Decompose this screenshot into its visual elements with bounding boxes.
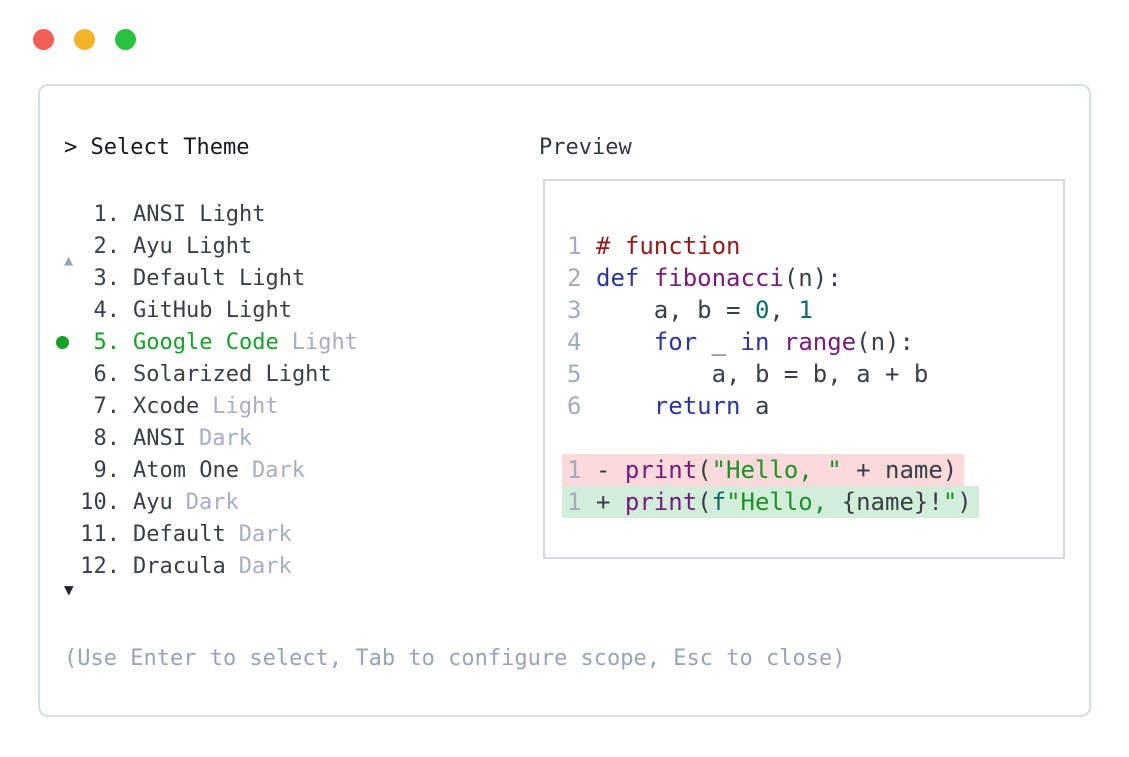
- theme-variant: Light: [212, 393, 279, 419]
- theme-name: Solarized Light: [133, 361, 332, 387]
- code-line: 4 for _ in range(n):: [567, 328, 914, 356]
- theme-item-default-light[interactable]: 3. Default Light: [56, 262, 358, 294]
- theme-name: Default Light: [133, 265, 306, 291]
- theme-variant: Dark: [198, 425, 252, 451]
- help-text: (Use Enter to select, Tab to configure s…: [64, 646, 846, 671]
- theme-name: ANSI: [133, 425, 186, 451]
- theme-name: Dracula: [133, 553, 226, 579]
- theme-item-ansi-dark[interactable]: 8. ANSI Dark: [56, 422, 358, 454]
- theme-number: 5.: [93, 329, 121, 355]
- theme-item-ayu-light[interactable]: 2. Ayu Light: [56, 230, 358, 262]
- code-line-blank: [545, 422, 1063, 454]
- selected-indicator-icon: [56, 335, 69, 349]
- diff-line-removed: 1- print("Hello, " + name): [545, 454, 1063, 486]
- code-line: 6 return a: [567, 392, 770, 420]
- zoom-button-icon[interactable]: [115, 29, 136, 50]
- theme-variant: Dark: [251, 457, 305, 483]
- theme-variant: Dark: [185, 489, 239, 515]
- preview-label: Preview: [539, 135, 632, 160]
- theme-item-ansi-light[interactable]: 1. ANSI Light: [56, 198, 358, 230]
- theme-name: Ayu: [133, 489, 173, 515]
- theme-name: Xcode: [133, 393, 200, 419]
- window-controls: [33, 29, 136, 50]
- theme-item-solarized-light[interactable]: 6. Solarized Light: [56, 358, 358, 390]
- theme-name: ANSI Light: [133, 201, 266, 227]
- theme-item-google-code-light[interactable]: 5. Google Code Light: [56, 326, 358, 358]
- line-number: 2: [567, 264, 582, 292]
- theme-name: Ayu Light: [133, 233, 253, 259]
- dialog-title-row: > Select Theme: [64, 132, 249, 164]
- theme-item-xcode-light[interactable]: 7. Xcode Light: [56, 390, 358, 422]
- theme-number: 6.: [93, 361, 121, 387]
- theme-number: 1.: [93, 201, 121, 227]
- theme-item-ayu-dark[interactable]: 10. Ayu Dark: [56, 486, 358, 518]
- theme-number: 9.: [93, 457, 121, 483]
- theme-variant: Light: [291, 329, 358, 355]
- dialog-title: Select Theme: [90, 135, 250, 160]
- theme-variant: Dark: [238, 553, 292, 579]
- theme-item-dracula-dark[interactable]: 12. Dracula Dark: [56, 550, 358, 582]
- theme-number: 2.: [93, 233, 121, 259]
- theme-name: Default: [133, 521, 226, 547]
- line-number: 3: [567, 296, 582, 324]
- theme-name: GitHub Light: [133, 297, 292, 323]
- theme-item-github-light[interactable]: 4. GitHub Light: [56, 294, 358, 326]
- line-number: 5: [567, 360, 582, 388]
- theme-number: 7.: [93, 393, 121, 419]
- scroll-up-icon[interactable]: ▲: [64, 251, 74, 269]
- theme-number: 11.: [80, 521, 120, 547]
- theme-item-default-dark[interactable]: 11. Default Dark: [56, 518, 358, 550]
- theme-number: 12.: [80, 553, 120, 579]
- code-line: 1# function: [567, 232, 741, 260]
- line-number: 1: [567, 488, 582, 516]
- line-number: 6: [567, 392, 582, 420]
- scroll-down-icon[interactable]: ▼: [64, 580, 74, 599]
- theme-number: 10.: [80, 489, 120, 515]
- theme-variant: Dark: [238, 521, 292, 547]
- theme-name: Google Code: [133, 329, 279, 355]
- diff-line-added: 1+ print(f"Hello, {name}!"): [545, 486, 1063, 518]
- theme-picker-dialog: > Select Theme Preview ▲ 1. ANSI Light 2…: [38, 84, 1091, 717]
- close-button-icon[interactable]: [33, 29, 54, 50]
- line-number: 4: [567, 328, 582, 356]
- minimize-button-icon[interactable]: [74, 29, 95, 50]
- code-line: 3 a, b = 0, 1: [567, 296, 813, 324]
- line-number: 1: [567, 232, 582, 260]
- theme-number: 4.: [93, 297, 121, 323]
- theme-number: 3.: [93, 265, 121, 291]
- prompt-caret-icon: >: [64, 135, 78, 160]
- theme-list: 1. ANSI Light 2. Ayu Light 3. Default Li…: [56, 198, 358, 582]
- line-number: 1: [567, 456, 582, 484]
- theme-number: 8.: [93, 425, 121, 451]
- theme-item-atom-one-dark[interactable]: 9. Atom One Dark: [56, 454, 358, 486]
- code-line: 5 a, b = b, a + b: [567, 360, 929, 388]
- theme-name: Atom One: [133, 457, 239, 483]
